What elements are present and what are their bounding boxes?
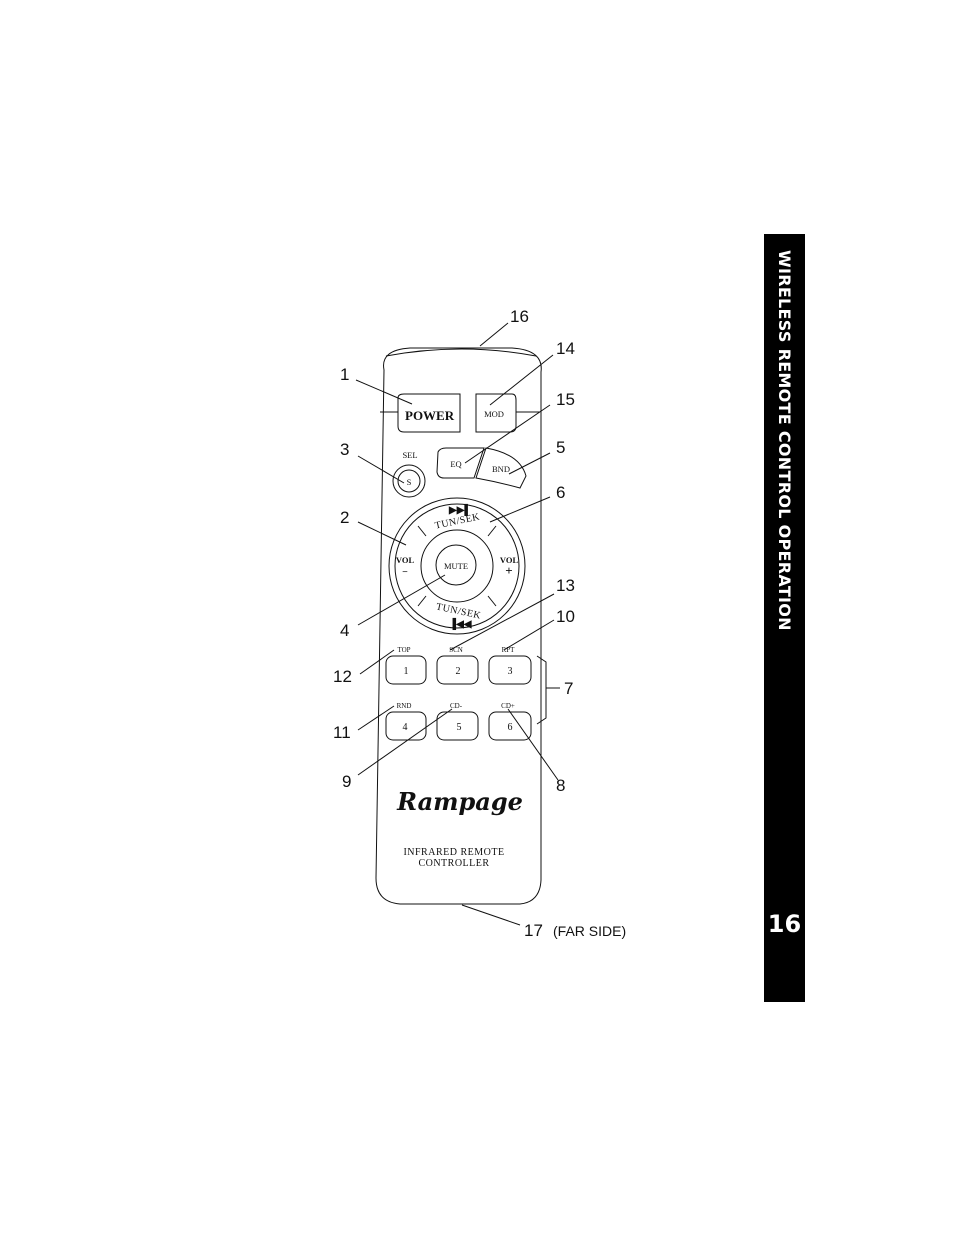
callout-14: 14 — [556, 339, 575, 358]
vol-plus-button[interactable]: VOL + — [500, 555, 519, 578]
button-6[interactable]: 6 — [488, 711, 532, 741]
callout-8: 8 — [556, 776, 565, 795]
mute-label: MUTE — [444, 561, 468, 571]
bnd-label: BND — [492, 464, 510, 474]
callout-17-note: (FAR SIDE) — [553, 923, 626, 939]
vol-minus-button[interactable]: VOL − — [396, 555, 415, 578]
page-number: 16 — [767, 910, 802, 938]
power-button[interactable]: POWER — [397, 393, 461, 433]
button-4-label: 4 — [403, 722, 408, 733]
sel-label: SEL — [402, 450, 417, 460]
control-pad — [388, 497, 526, 635]
callout-11: 11 — [333, 723, 351, 742]
callout-6: 6 — [556, 483, 565, 502]
callout-17: 17 — [524, 921, 543, 940]
callout-3: 3 — [340, 440, 349, 459]
button-1-label: 1 — [404, 666, 409, 677]
callout-12: 12 — [333, 667, 352, 686]
section-title: WIRELESS REMOTE CONTROL OPERATION — [775, 250, 794, 631]
eq-button[interactable]: EQ — [436, 447, 485, 479]
vol-plus-label: VOL — [500, 555, 519, 565]
caption-line-1: INFRARED REMOTE — [403, 847, 504, 858]
sel-button-label: S — [407, 477, 412, 487]
callout-5: 5 — [556, 438, 565, 457]
brand-logo: Rampage — [396, 787, 523, 816]
tun-sek-up-button[interactable]: ▶▶▌ TUN/SEK — [434, 503, 481, 532]
skip-back-icon: ▐◀◀ — [449, 617, 472, 631]
sel-button[interactable]: SEL S — [392, 450, 426, 498]
eq-label: EQ — [450, 459, 461, 469]
power-label: POWER — [405, 408, 455, 423]
remote-body — [375, 347, 547, 905]
cd-plus-label: CD+ — [501, 702, 515, 710]
vol-minus-symbol: − — [402, 567, 408, 578]
callout-numbers: 16 14 1 15 3 5 6 2 13 10 4 12 7 11 9 8 1… — [333, 307, 626, 940]
mute-button[interactable]: MUTE — [420, 529, 494, 603]
button-6-label: 6 — [508, 722, 513, 733]
vol-plus-symbol: + — [505, 563, 512, 578]
skip-forward-icon: ▶▶▌ — [448, 503, 471, 517]
rnd-label: RND — [397, 702, 412, 710]
rpt-label: RPT — [502, 646, 516, 654]
section-sidebar: WIRELESS REMOTE CONTROL OPERATION 16 — [764, 234, 805, 1002]
button-3[interactable]: 3 — [488, 655, 532, 685]
callout-16: 16 — [510, 307, 529, 326]
top-label: TOP — [397, 646, 410, 654]
callout-13: 13 — [556, 576, 575, 595]
vol-minus-label: VOL — [396, 555, 415, 565]
button-2-label: 2 — [456, 666, 461, 677]
button-1[interactable]: 1 — [385, 655, 427, 685]
callout-9: 9 — [342, 772, 351, 791]
button-4[interactable]: 4 — [385, 711, 427, 741]
button-3-label: 3 — [508, 666, 513, 677]
callout-2: 2 — [340, 508, 349, 527]
button-2[interactable]: 2 — [436, 655, 479, 685]
callout-7: 7 — [564, 679, 573, 698]
callout-15: 15 — [556, 390, 575, 409]
leader-lines — [355, 322, 560, 926]
sidebar-title-container: WIRELESS REMOTE CONTROL OPERATION — [764, 234, 805, 634]
caption-line-2: CONTROLLER — [418, 858, 489, 869]
callout-10: 10 — [556, 607, 575, 626]
callout-1: 1 — [340, 365, 349, 384]
cd-minus-label: CD- — [450, 702, 463, 710]
bnd-button[interactable]: BND — [475, 447, 527, 489]
mod-label: MOD — [484, 409, 504, 419]
button-5[interactable]: 5 — [436, 711, 479, 741]
button-5-label: 5 — [457, 722, 462, 733]
scn-label: SCN — [449, 646, 463, 654]
callout-4: 4 — [340, 621, 349, 640]
